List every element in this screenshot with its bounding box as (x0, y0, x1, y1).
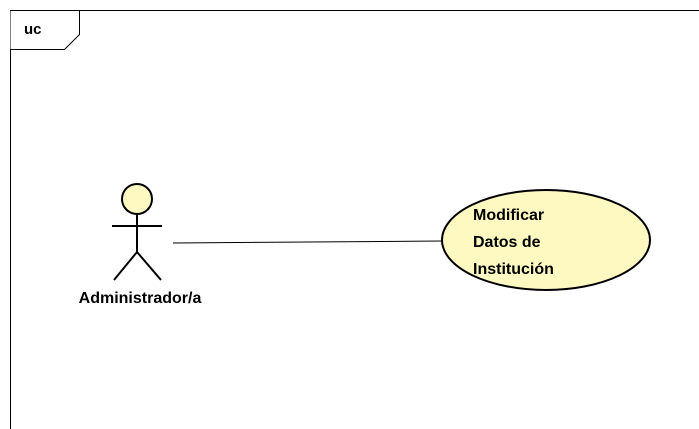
use-case-ellipse (441, 189, 651, 291)
actor-head (121, 183, 153, 215)
actor-right-leg (136, 251, 162, 281)
frame-tab (10, 10, 80, 50)
frame-label: uc (24, 21, 42, 38)
use-case-line-2: Datos de (473, 234, 541, 251)
diagram-frame: uc (10, 10, 699, 429)
use-case-line-3: Institución (473, 261, 554, 278)
actor-administrador[interactable]: Administrador/a (79, 183, 202, 307)
actor-name: Administrador/a (79, 290, 202, 307)
actor-left-leg (113, 251, 138, 281)
association-line (172, 240, 443, 244)
use-case-modificar-datos[interactable]: Modificar Datos de Institución (441, 189, 651, 291)
use-case-line-1: Modificar (473, 207, 544, 224)
